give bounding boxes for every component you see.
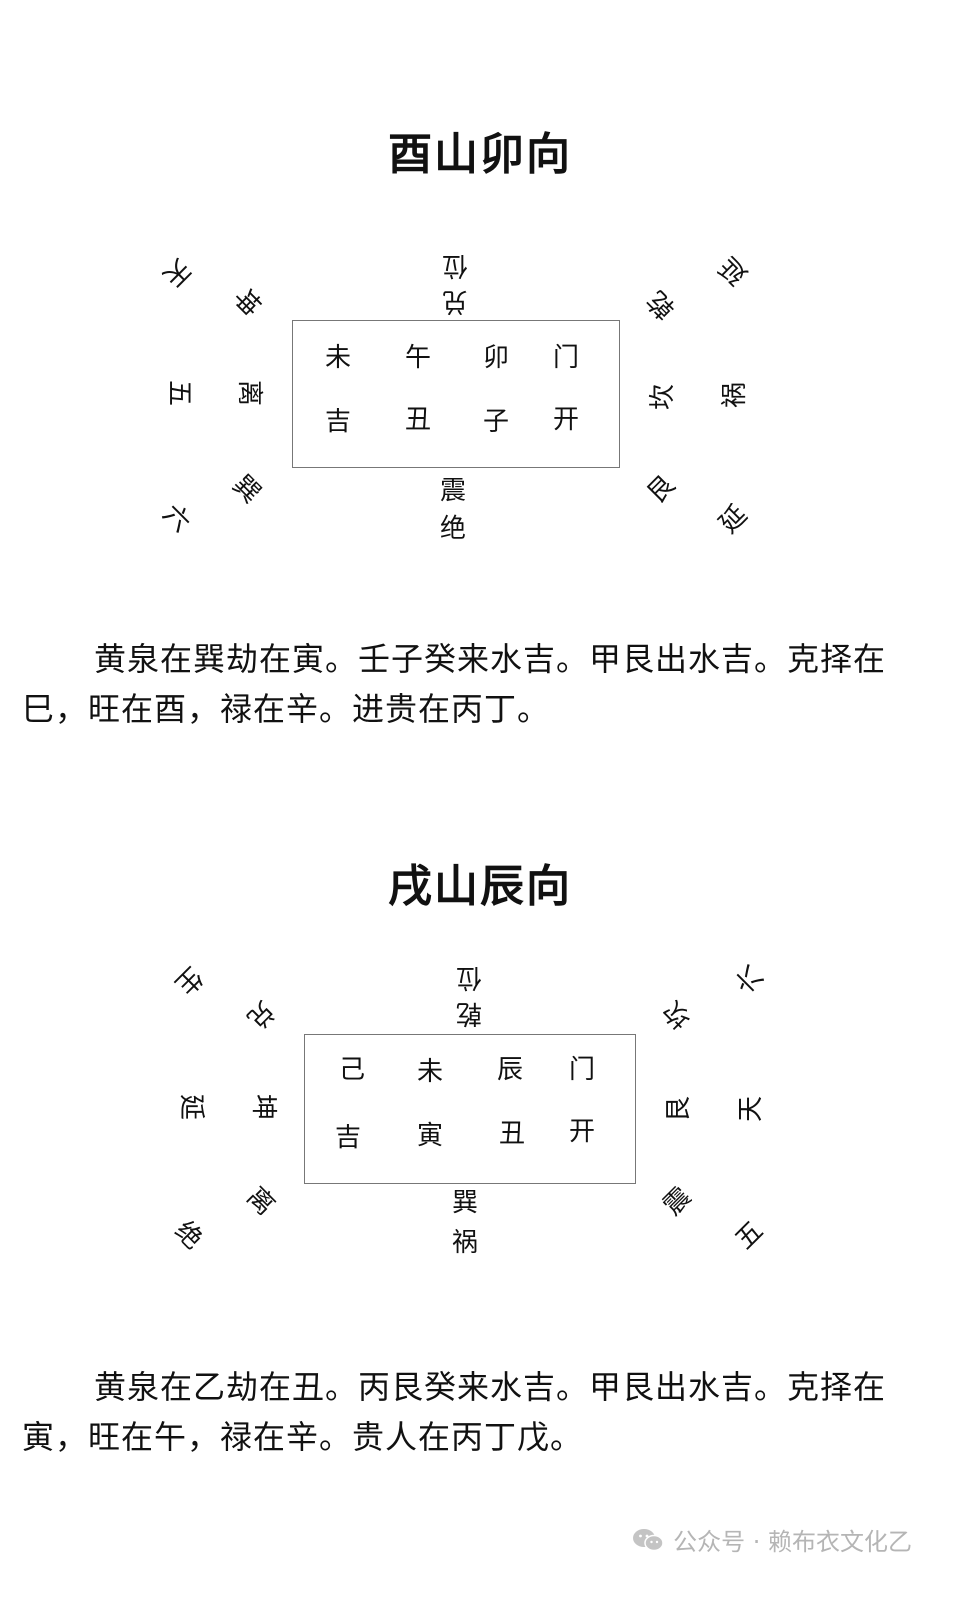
box-cell: 寅 [416,1121,443,1151]
box-cell: 吉 [334,1123,361,1153]
box-cell: 未 [324,343,351,373]
right-outer-char: 延 [713,499,754,540]
right-inner-char: 坎 [648,384,678,411]
right-outer-char: 五 [729,1215,770,1256]
box-cell: 丑 [498,1119,525,1149]
top-char: 位 [456,962,483,992]
right-inner-char: 乾 [641,284,682,325]
left-inner-char: 坤 [248,1093,278,1120]
footer-watermark: 公众号 · 赖布衣文化乙 [631,1522,912,1557]
left-inner-char: 离 [240,1181,281,1222]
bottom-char: 祸 [451,1228,478,1258]
center-box: 己 未 辰 门 吉 寅 丑 开 [304,1034,636,1184]
top-char: 乾 [456,998,483,1028]
box-cell: 卯 [482,343,509,373]
section-paragraph: 黄泉在巽劫在寅。壬子癸来水吉。甲艮出水吉。克择在巳，旺在酉，禄在辛。进贵在丙丁。 [22,640,887,728]
bottom-char: 震 [439,476,466,506]
box-cell: 吉 [324,407,351,437]
right-inner-char: 艮 [641,469,682,510]
box-cell: 门 [568,1055,595,1085]
right-outer-char: 六 [729,958,770,999]
left-inner-char: 兑 [240,994,281,1035]
bottom-char: 绝 [439,514,466,544]
wechat-icon [633,1528,664,1551]
right-inner-char: 震 [657,1181,698,1222]
right-inner-char: 艮 [664,1096,694,1123]
left-outer-char: 延 [176,1093,206,1120]
right-inner-char: 坎 [657,994,698,1035]
right-outer-char: 天 [736,1096,766,1123]
box-cell: 开 [568,1117,595,1147]
box-cell: 丑 [404,405,431,435]
center-box: 未 午 卯 门 吉 丑 子 开 [292,320,620,468]
box-cell: 开 [552,405,579,435]
left-outer-char: 生 [168,960,209,1001]
right-outer-char: 延 [713,250,754,291]
left-outer-char: 绝 [168,1215,209,1256]
left-inner-char: 巽 [226,469,267,510]
left-outer-char: 天 [156,252,197,293]
box-cell: 己 [338,1055,365,1085]
footer-text: 公众号 · 赖布衣文化乙 [673,1528,912,1556]
left-outer-char: 六 [156,498,197,539]
box-cell: 门 [552,343,579,373]
left-inner-char: 离 [234,379,264,406]
box-cell: 子 [482,407,509,437]
left-outer-char: 五 [164,379,194,406]
box-cell: 午 [404,343,431,373]
section-paragraph: 黄泉在乙劫在丑。丙艮癸来水吉。甲艮出水吉。克择在寅，旺在午，禄在辛。贵人在丙丁戊… [22,1368,887,1456]
left-inner-char: 坤 [226,280,267,321]
box-cell: 未 [416,1057,443,1087]
section-title: 戌山辰向 [388,861,572,912]
bottom-char: 巽 [451,1188,478,1218]
right-outer-char: 祸 [720,382,750,409]
box-cell: 辰 [496,1055,523,1085]
top-char: 位 [442,250,469,280]
section-title: 酉山卯向 [388,129,572,180]
top-char: 兑 [442,286,469,316]
